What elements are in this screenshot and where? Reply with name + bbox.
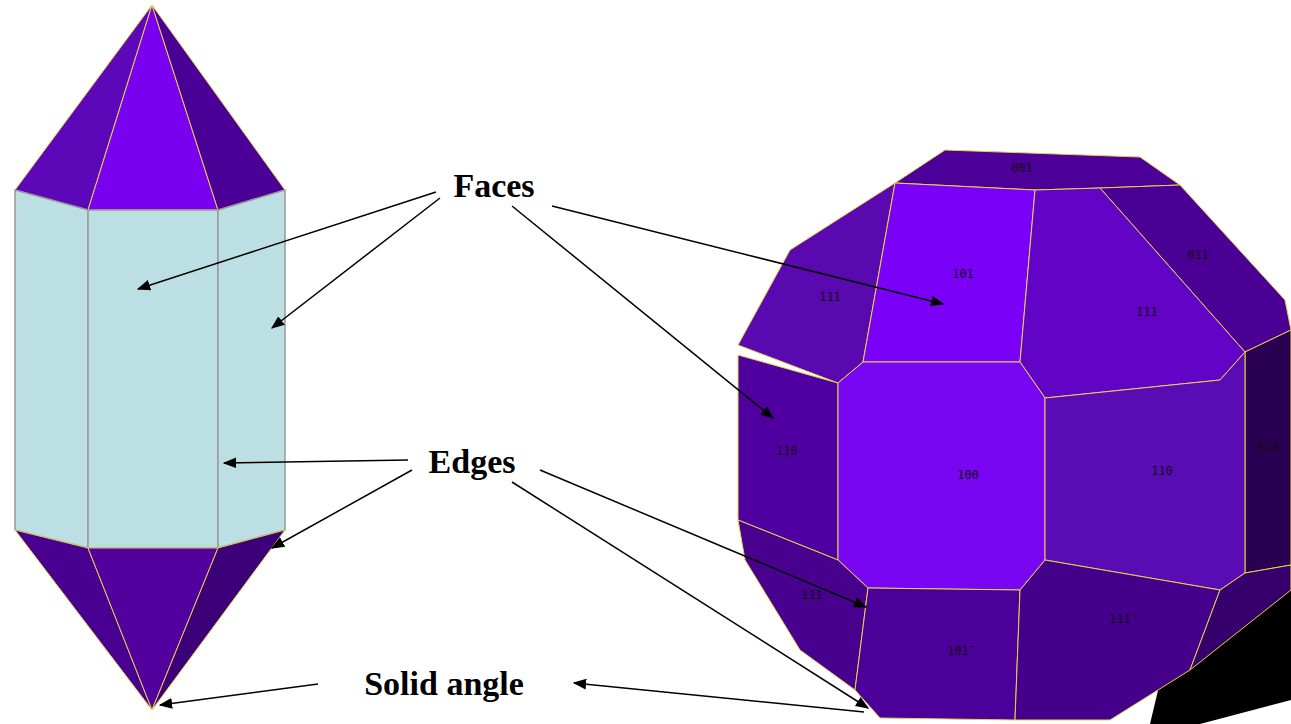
miller-index: 11̄1 [819, 291, 841, 304]
miller-index: 111 [1136, 306, 1158, 319]
miller-index: 101̄ [947, 645, 969, 658]
callout-label: Solid angle [364, 665, 524, 702]
miller-index: 001 [1011, 162, 1033, 175]
prism-crystal [15, 5, 285, 710]
leader-arrows [138, 192, 943, 712]
callout-label: Edges [429, 443, 516, 480]
miller-index: 100 [957, 469, 979, 482]
miller-index: 011 [1187, 249, 1209, 262]
miller-index: 11̄0 [776, 445, 798, 458]
miller-index: 110 [1151, 465, 1173, 478]
miller-index: 111 [801, 589, 823, 602]
miller-index: 101 [952, 268, 974, 281]
miller-index: 111̄ [1109, 613, 1131, 626]
miller-index: 010 [1257, 441, 1279, 454]
callout-label: Faces [453, 167, 534, 204]
polyhedron-crystal [738, 150, 1291, 724]
